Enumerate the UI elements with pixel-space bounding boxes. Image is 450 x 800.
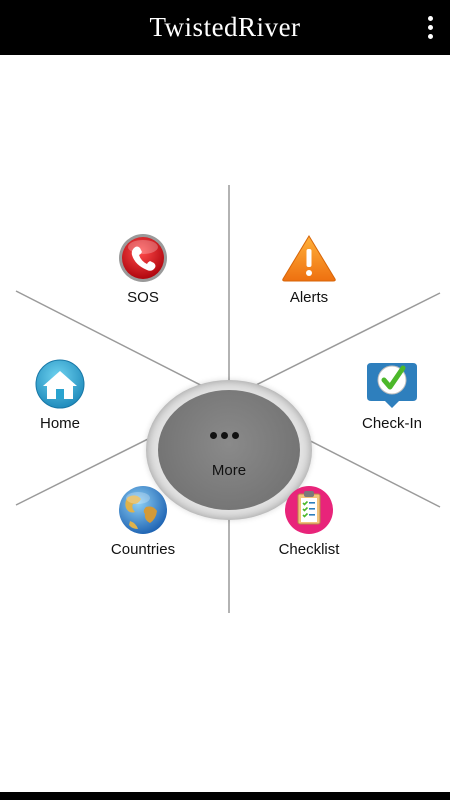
- home-button[interactable]: Home: [0, 359, 120, 432]
- more-button[interactable]: More: [146, 380, 312, 520]
- home-icon: [35, 359, 85, 409]
- phone-sos-icon: [119, 234, 167, 282]
- more-dots-icon: [210, 432, 239, 439]
- overflow-menu-icon[interactable]: [420, 12, 440, 42]
- countries-label: Countries: [110, 541, 176, 558]
- alerts-button[interactable]: Alerts: [249, 233, 369, 306]
- bottom-bar: [0, 792, 450, 800]
- alerts-label: Alerts: [289, 289, 329, 306]
- checklist-label: Checklist: [278, 541, 340, 558]
- app-bar: TwistedRiver: [0, 0, 450, 55]
- checklist-button[interactable]: Checklist: [249, 485, 369, 558]
- sos-label: SOS: [127, 289, 159, 306]
- clipboard-checklist-icon: [285, 486, 333, 534]
- checkin-check-icon: [367, 363, 417, 408]
- app-title: TwistedRiver: [149, 12, 301, 42]
- warning-icon: [282, 235, 336, 282]
- more-label: More: [211, 462, 247, 479]
- radial-menu-area: More SOS: [0, 55, 450, 792]
- home-label: Home: [39, 415, 80, 432]
- sos-button[interactable]: SOS: [83, 233, 203, 306]
- checkin-label: Check-In: [361, 415, 423, 432]
- globe-icon: [119, 486, 167, 534]
- countries-button[interactable]: Countries: [83, 485, 203, 558]
- checkin-button[interactable]: Check-In: [332, 359, 450, 432]
